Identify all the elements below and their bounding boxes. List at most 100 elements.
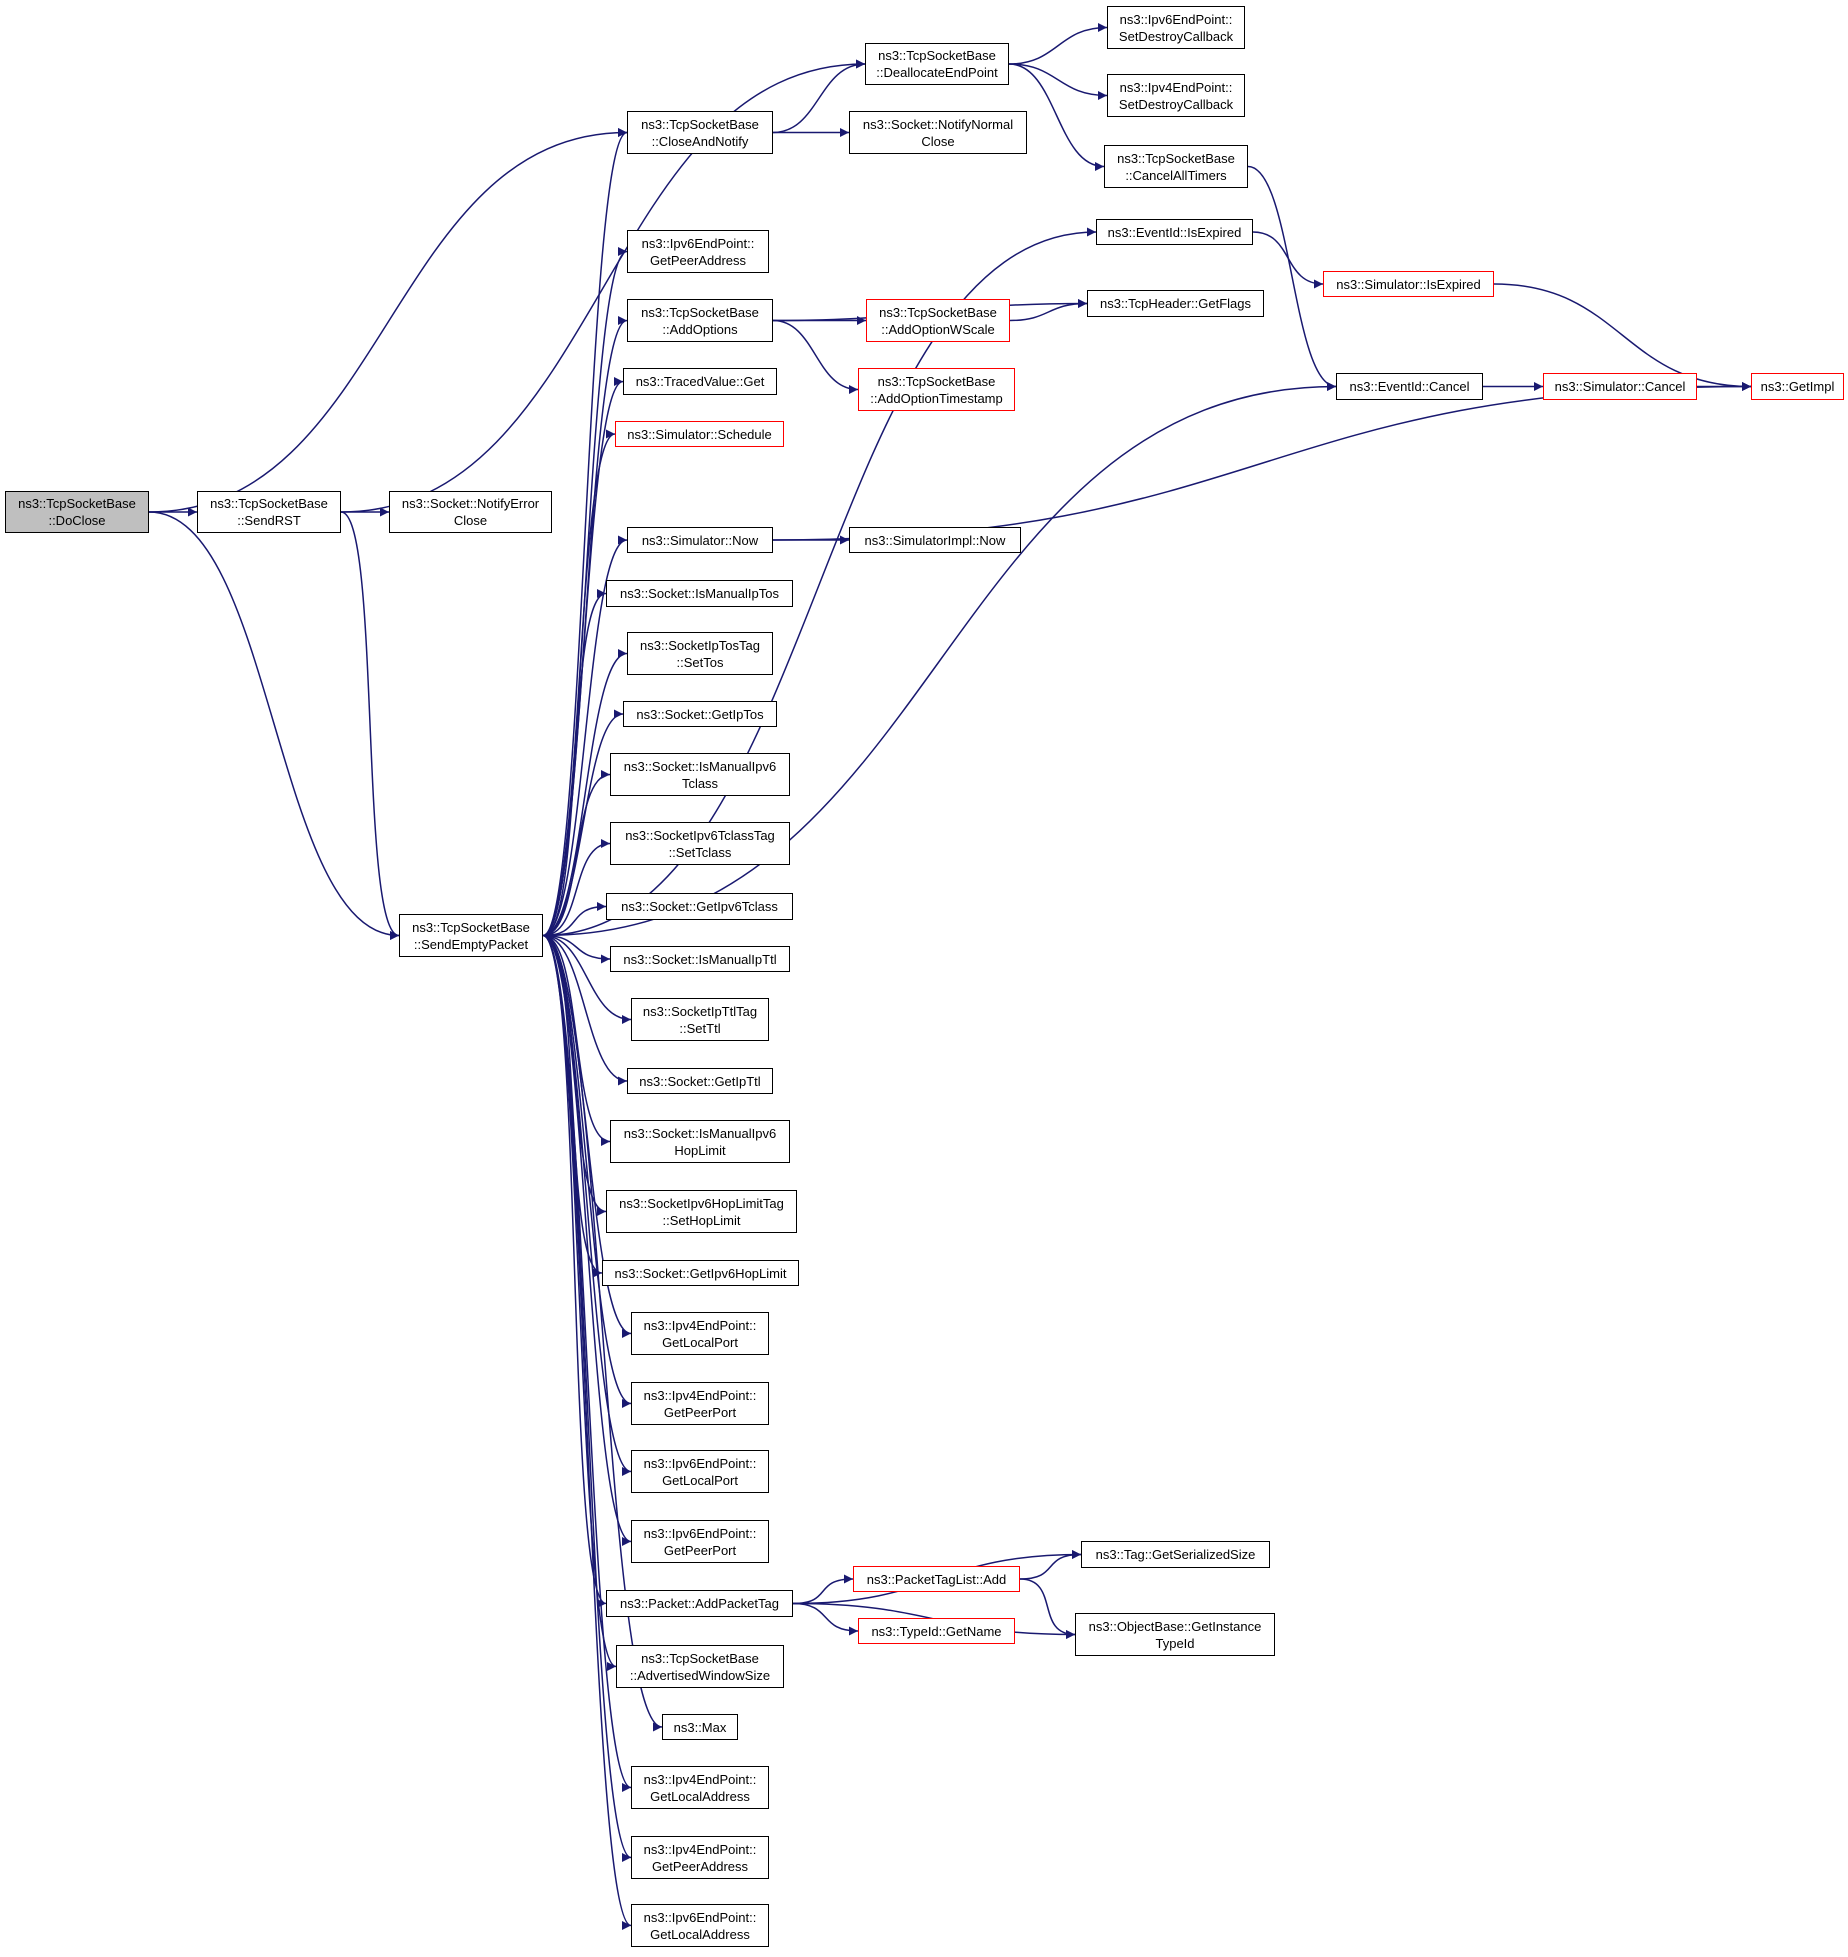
node-sethoplimit[interactable]: ns3::SocketIpv6HopLimitTag::SetHopLimit xyxy=(606,1190,797,1233)
node-label: ns3::TcpSocketBase xyxy=(877,373,996,389)
node-ipv6setdestroy[interactable]: ns3::Ipv6EndPoint::SetDestroyCallback xyxy=(1107,6,1245,49)
node-simulatorisexpired[interactable]: ns3::Simulator::IsExpired xyxy=(1323,271,1494,297)
edge-sendemptypacket-to-ipv6getlocaladdress xyxy=(542,934,632,1930)
node-addpackettag[interactable]: ns3::Packet::AddPacketTag xyxy=(606,1590,793,1617)
node-max[interactable]: ns3::Max xyxy=(662,1714,738,1740)
node-label: ::DoClose xyxy=(48,513,106,528)
node-ipv4getpeerport[interactable]: ns3::Ipv4EndPoint::GetPeerPort xyxy=(631,1382,769,1425)
node-label: GetLocalPort xyxy=(662,1472,738,1488)
node-ipv4getpeeraddress[interactable]: ns3::Ipv4EndPoint::GetPeerAddress xyxy=(631,1836,769,1879)
node-advertisedwindowsize[interactable]: ns3::TcpSocketBase::AdvertisedWindowSize xyxy=(616,1645,784,1688)
node-label: ns3::Socket::IsManualIpTtl xyxy=(623,951,777,967)
node-sendrst[interactable]: ns3::TcpSocketBase::SendRST xyxy=(197,491,341,533)
node-getipttl[interactable]: ns3::Socket::GetIpTtl xyxy=(627,1068,773,1094)
node-label: GetPeerAddress xyxy=(649,252,747,268)
node-label: ns3::Ipv6EndPoint:: xyxy=(1119,11,1233,27)
node-label: Close xyxy=(921,133,955,149)
node-ipv6getlocaladdress[interactable]: ns3::Ipv6EndPoint::GetLocalAddress xyxy=(631,1904,769,1947)
node-label: ns3::TypeId::GetName xyxy=(871,1623,1002,1639)
node-label: ::SendRST xyxy=(237,513,301,528)
node-ipv4getlocaladdress[interactable]: ns3::Ipv4EndPoint::GetLocalAddress xyxy=(631,1766,769,1809)
edge-sendemptypacket-to-advertisedwindowsize xyxy=(542,934,617,1671)
node-label: ns3::Socket::IsManualIpv6 xyxy=(623,758,777,774)
node-settclass[interactable]: ns3::SocketIpv6TclassTag::SetTclass xyxy=(610,822,790,865)
edge-deallocateendpoint-to-cancelalltimers xyxy=(1008,63,1105,171)
node-packettaglistadd[interactable]: ns3::PacketTagList::Add xyxy=(853,1566,1020,1592)
node-socketiptostagsettos[interactable]: ns3::SocketIpTosTag::SetTos xyxy=(627,632,773,675)
edge-sendemptypacket-to-getipv6tclass xyxy=(542,902,607,937)
node-label: ::AdvertisedWindowSize xyxy=(629,1667,771,1683)
node-addoptions[interactable]: ns3::TcpSocketBase::AddOptions xyxy=(627,299,773,342)
edge-sendemptypacket-to-ipv4getpeerport xyxy=(542,934,632,1408)
node-label: ns3::TcpSocketBase xyxy=(641,116,759,132)
edge-cancelalltimers-to-eventidcancel xyxy=(1247,165,1337,391)
node-label: SetDestroyCallback xyxy=(1118,28,1234,44)
node-ipv6getpeeraddress[interactable]: ns3::Ipv6EndPoint::GetPeerAddress xyxy=(627,230,769,273)
node-label: ns3::Ipv4EndPoint:: xyxy=(643,1387,757,1403)
edge-closeandnotify-to-deallocateendpoint xyxy=(772,59,866,134)
node-getiptos[interactable]: ns3::Socket::GetIpTos xyxy=(623,701,777,727)
node-label: GetLocalAddress xyxy=(650,1926,750,1942)
node-label: ns3::TcpSocketBase xyxy=(18,496,136,511)
node-getipv6tclass[interactable]: ns3::Socket::GetIpv6Tclass xyxy=(606,893,793,920)
node-label: ns3::TracedValue::Get xyxy=(635,374,765,389)
node-simulatornow[interactable]: ns3::Simulator::Now xyxy=(627,527,773,553)
edge-sendemptypacket-to-setttl xyxy=(542,934,632,1024)
node-label: ns3::Ipv4EndPoint:: xyxy=(643,1317,757,1333)
node-ismanualipttl[interactable]: ns3::Socket::IsManualIpTtl xyxy=(610,946,790,972)
node-label: ns3::SimulatorImpl::Now xyxy=(864,532,1006,548)
node-getipv6hoplimit[interactable]: ns3::Socket::GetIpv6HopLimit xyxy=(602,1260,799,1286)
node-ipv6getpeerport[interactable]: ns3::Ipv6EndPoint::GetPeerPort xyxy=(631,1520,769,1563)
edge-sendemptypacket-to-ismanualiptos xyxy=(542,589,607,937)
node-simulatorschedule[interactable]: ns3::Simulator::Schedule xyxy=(615,421,784,447)
node-tracedvalueget[interactable]: ns3::TracedValue::Get xyxy=(623,368,777,395)
node-deallocateendpoint[interactable]: ns3::TcpSocketBase::DeallocateEndPoint xyxy=(865,43,1009,85)
node-ismanualiptos[interactable]: ns3::Socket::IsManualIpTos xyxy=(606,580,793,607)
node-addoptiontimestamp[interactable]: ns3::TcpSocketBase::AddOptionTimestamp xyxy=(858,368,1015,411)
node-label: ns3::TcpSocketBase xyxy=(879,304,997,320)
edge-sendemptypacket-to-ipv6getpeerport xyxy=(542,934,632,1546)
node-taggetserializedsize[interactable]: ns3::Tag::GetSerializedSize xyxy=(1081,1541,1270,1568)
node-eventidcancel[interactable]: ns3::EventId::Cancel xyxy=(1336,373,1483,400)
edge-sendemptypacket-to-ismanualipv6hoplimit xyxy=(542,934,611,1146)
node-label: ::AddOptionTimestamp xyxy=(870,390,1003,406)
node-label: ns3::Max xyxy=(673,1719,727,1735)
edge-sendemptypacket-to-closeandnotify xyxy=(542,128,628,937)
node-simulatorimplnow[interactable]: ns3::SimulatorImpl::Now xyxy=(849,527,1021,553)
node-label: ns3::Simulator::Cancel xyxy=(1554,379,1686,394)
node-label: ns3::GetImpl xyxy=(1760,379,1835,394)
node-label: ns3::SocketIpv6TclassTag xyxy=(625,827,775,843)
node-addoptionwscale[interactable]: ns3::TcpSocketBase::AddOptionWScale xyxy=(866,299,1010,342)
node-label: ns3::EventId::Cancel xyxy=(1349,379,1470,394)
node-ipv6getlocalport[interactable]: ns3::Ipv6EndPoint::GetLocalPort xyxy=(631,1450,769,1493)
node-setttl[interactable]: ns3::SocketIpTtlTag::SetTtl xyxy=(631,998,769,1041)
node-label: TypeId xyxy=(1155,1635,1195,1651)
node-label: ::SetTos xyxy=(676,654,724,670)
edge-addoptions-to-addoptiontimestamp xyxy=(772,319,859,394)
node-eventidisexpired[interactable]: ns3::EventId::IsExpired xyxy=(1096,219,1253,245)
node-label: GetPeerAddress xyxy=(651,1858,749,1874)
node-label: ns3::TcpSocketBase xyxy=(641,1650,759,1666)
node-sendemptypacket[interactable]: ns3::TcpSocketBase::SendEmptyPacket xyxy=(399,914,543,957)
node-getimpl[interactable]: ns3::GetImpl xyxy=(1751,373,1844,400)
node-label: ns3::PacketTagList::Add xyxy=(866,1571,1007,1587)
node-label: ns3::TcpHeader::GetFlags xyxy=(1099,296,1252,311)
node-simulatorcancel[interactable]: ns3::Simulator::Cancel xyxy=(1543,373,1697,400)
node-closeandnotify[interactable]: ns3::TcpSocketBase::CloseAndNotify xyxy=(627,111,773,154)
node-label: GetLocalPort xyxy=(662,1334,738,1350)
node-label: ns3::Simulator::Schedule xyxy=(627,426,772,442)
node-tcpheadergetflags[interactable]: ns3::TcpHeader::GetFlags xyxy=(1087,290,1264,317)
node-ipv4getlocalport[interactable]: ns3::Ipv4EndPoint::GetLocalPort xyxy=(631,1312,769,1355)
node-typeidgetname[interactable]: ns3::TypeId::GetName xyxy=(858,1618,1015,1644)
node-label: GetPeerPort xyxy=(663,1404,737,1420)
node-ipv4setdestroy[interactable]: ns3::Ipv4EndPoint::SetDestroyCallback xyxy=(1107,74,1245,117)
node-cancelalltimers[interactable]: ns3::TcpSocketBase::CancelAllTimers xyxy=(1104,145,1248,188)
edge-doclose-to-closeandnotify xyxy=(148,128,628,513)
